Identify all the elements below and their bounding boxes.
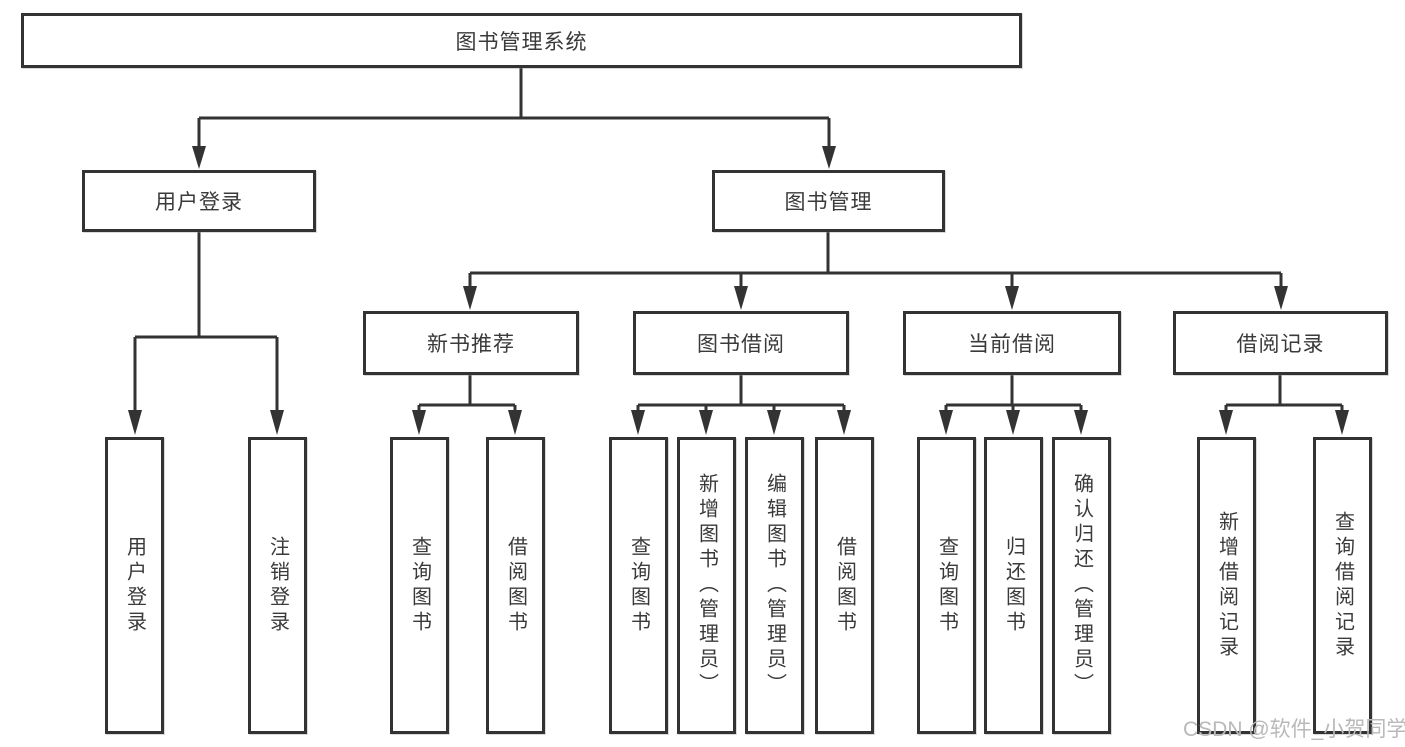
leaf-add-books-admin: 新增图书（管理员） — [677, 437, 736, 734]
node-label: 当前借阅 — [968, 333, 1056, 356]
csdn-watermark: CSDN @软件_小贺同学 — [1183, 718, 1405, 741]
leaf-label: 归还图书 — [1002, 535, 1025, 636]
node-label: 新书推荐 — [427, 333, 515, 356]
leaf-add-borrow-record: 新增借阅记录 — [1197, 437, 1256, 734]
node-label: 图书管理 — [784, 191, 873, 214]
node-label: 用户登录 — [155, 191, 243, 214]
leaf-label: 查询图书 — [627, 535, 650, 636]
leaf-current-query-books: 查询图书 — [917, 437, 976, 734]
leaf-label: 新增借阅记录 — [1215, 510, 1238, 661]
node-current-borrow: 当前借阅 — [903, 311, 1121, 375]
leaf-recommend-query-books: 查询图书 — [390, 437, 449, 734]
leaf-query-borrow-record: 查询借阅记录 — [1313, 437, 1372, 734]
node-borrow-records: 借阅记录 — [1173, 311, 1388, 375]
leaf-label: 新增图书（管理员） — [695, 473, 718, 698]
leaf-label: 查询图书 — [408, 535, 431, 636]
node-book-management: 图书管理 — [712, 170, 945, 232]
node-library-management-system: 图书管理系统 — [21, 13, 1022, 68]
leaf-label: 注销登录 — [266, 535, 289, 636]
leaf-recommend-borrow-books: 借阅图书 — [486, 437, 545, 734]
leaf-borrow-books: 借阅图书 — [815, 437, 874, 734]
leaf-logout: 注销登录 — [248, 437, 307, 734]
node-new-book-recommend: 新书推荐 — [363, 311, 579, 375]
leaf-label: 查询图书 — [935, 535, 958, 636]
leaf-label: 确认归还（管理员） — [1070, 473, 1093, 698]
leaf-label: 编辑图书（管理员） — [763, 473, 786, 698]
node-label: 图书管理系统 — [455, 30, 588, 54]
leaf-label: 查询借阅记录 — [1331, 510, 1354, 661]
node-label: 借阅记录 — [1236, 333, 1325, 356]
leaf-label: 借阅图书 — [833, 535, 856, 636]
leaf-user-login: 用户登录 — [105, 437, 164, 734]
leaf-label: 用户登录 — [123, 535, 146, 636]
node-user-login: 用户登录 — [82, 170, 316, 232]
leaf-label: 借阅图书 — [504, 535, 527, 636]
leaf-confirm-return-admin: 确认归还（管理员） — [1052, 437, 1111, 734]
leaf-return-books: 归还图书 — [984, 437, 1043, 734]
leaf-borrow-query-books: 查询图书 — [609, 437, 668, 734]
node-book-borrow: 图书借阅 — [633, 311, 849, 375]
leaf-edit-books-admin: 编辑图书（管理员） — [745, 437, 804, 734]
node-label: 图书借阅 — [697, 333, 785, 356]
